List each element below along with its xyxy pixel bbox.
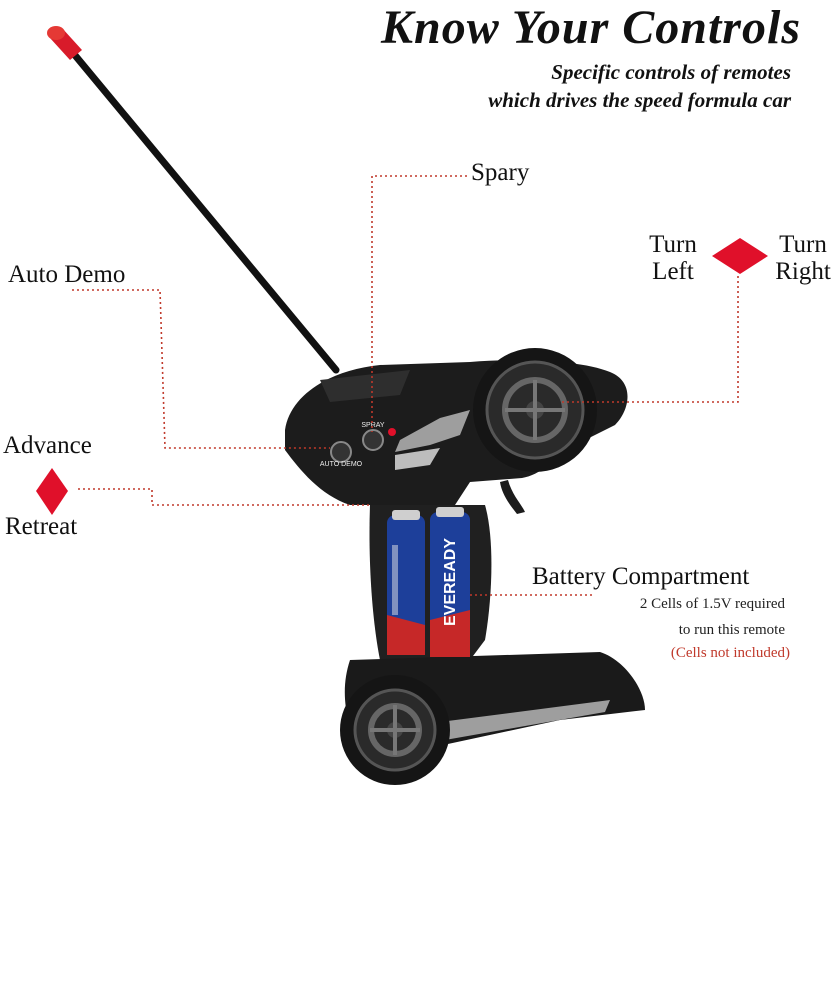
page-title: Know Your Controls [381,1,801,54]
subtitle-line-1: Specific controls of remotes [551,60,791,84]
retreat-label: Retreat [5,513,78,540]
steering-wheel-icon [473,348,597,472]
auto-demo-button: AUTO DEMO [320,441,363,468]
spray-button: SPRAY [361,422,385,451]
turn-direction-icon [712,238,768,274]
power-led-icon [388,428,396,436]
cells-not-included-note: (Cells not included) [670,645,790,661]
advance-retreat-icon [36,468,68,515]
auto-demo-button-label: AUTO DEMO [320,461,363,468]
spary-leader [371,175,467,432]
advance-label: Advance [3,432,92,459]
battery-compartment-label: Battery Compartment [532,563,750,590]
leader-lines [72,175,739,596]
throttle-leader [78,488,372,506]
throttle-wheel-icon [340,675,450,785]
battery-brand-text: EVEREADY [442,538,459,626]
auto-demo-label: Auto Demo [8,261,126,288]
battery-requirement-line-2: to run this remote [678,622,785,638]
steering-leader [560,276,739,403]
battery-requirement-line-1: 2 Cells of 1.5V required [639,596,785,612]
turn-left-label: Turn Left [649,231,697,285]
spray-button-label: SPRAY [361,422,385,429]
spary-label: Spary [471,159,530,186]
antenna [47,26,340,374]
subtitle-line-2: which drives the speed formula car [488,88,791,112]
battery-pack: EVEREADY [387,507,470,657]
turn-right-label: Turn Right [775,231,831,285]
